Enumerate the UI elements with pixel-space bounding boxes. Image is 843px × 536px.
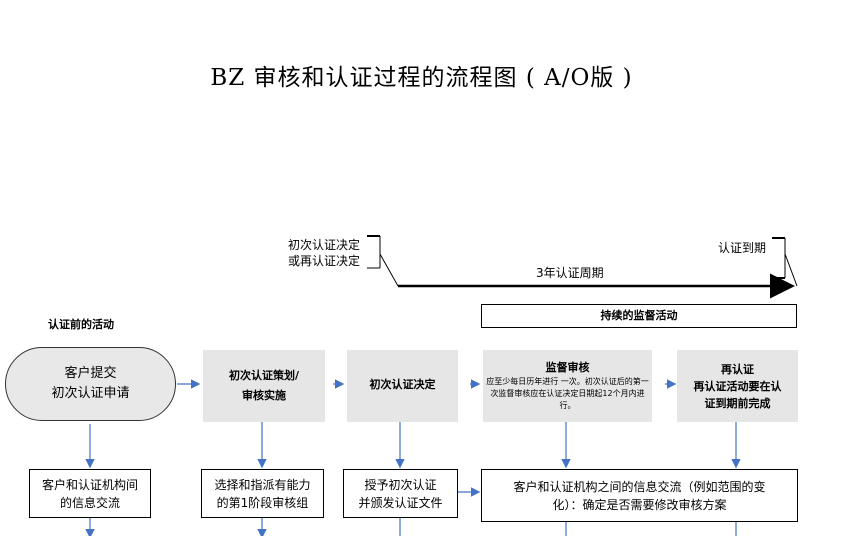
step-initial-decision: 初次认证决定 [347, 350, 458, 422]
output-text: 选择和指派有能力 [214, 477, 311, 492]
timeline-period-label: 3年认证周期 [536, 266, 604, 280]
output-text: 客户和认证机构之间的信息交流（例如范围的变 [513, 479, 766, 494]
output-text: 的第1阶段审核组 [216, 495, 309, 510]
step-text: 初次认证决定 [369, 378, 436, 391]
output-text: 并颁发认证文件 [358, 495, 443, 510]
step-text: 再认证活动要在认 [693, 379, 782, 393]
output-info-exchange: 客户和认证机构间 的信息交流 [29, 469, 151, 518]
step-initial-audit: 初次认证策划/ 审核实施 [203, 350, 325, 422]
output-text: 化）：确定是否需要修改审核方案 [552, 497, 727, 512]
step-recertification: 再认证 再认证活动要在认 证到期前完成 [677, 350, 798, 422]
step-text: 初次认证申请 [51, 386, 130, 401]
surveillance-banner-text: 持续的监督活动 [600, 309, 678, 322]
step-heading: 再认证 [721, 362, 754, 376]
output-program-review: 客户和认证机构之间的信息交流（例如范围的变 化）：确定是否需要修改审核方案 [481, 469, 798, 522]
timeline-start-label: 初次认证决定 或再认证决定 [288, 237, 360, 269]
output-audit-team: 选择和指派有能力 的第1阶段审核组 [201, 469, 324, 518]
timeline-bracket-end [772, 237, 798, 287]
surveillance-banner: 持续的监督活动 [481, 304, 797, 328]
step-text: 初次认证策划/ [228, 369, 300, 382]
step-heading: 监督审核 [545, 361, 590, 374]
step-text: 客户提交 [64, 366, 117, 381]
output-text: 授予初次认证 [364, 477, 437, 492]
page-title: BZ 审核和认证过程的流程图 ( A/O版 ) [210, 65, 633, 91]
pre-certification-label: 认证前的活动 [48, 318, 114, 331]
step-text: 证到期前完成 [704, 396, 771, 410]
output-grant-certification: 授予初次认证 并颁发认证文件 [343, 469, 458, 518]
timeline-start-line2: 或再认证决定 [288, 254, 361, 268]
timeline-start-line1: 初次认证决定 [288, 238, 361, 252]
step-client-application: 客户提交 初次认证申请 [5, 347, 176, 421]
step-surveillance-audit: 监督审核 应至少每日历年进行 一次。初次认证后的第一次监督审核应在认证决定日期起… [483, 350, 652, 422]
timeline-end-label: 认证到期 [718, 241, 767, 255]
timeline-bracket-start [367, 235, 399, 287]
step-body: 应至少每日历年进行 一次。初次认证后的第一次监督审核应在认证决定日期起12个月内… [486, 377, 649, 410]
output-text: 客户和认证机构间 [41, 477, 138, 492]
output-text: 的信息交流 [59, 495, 120, 510]
step-text: 审核实施 [242, 389, 286, 402]
